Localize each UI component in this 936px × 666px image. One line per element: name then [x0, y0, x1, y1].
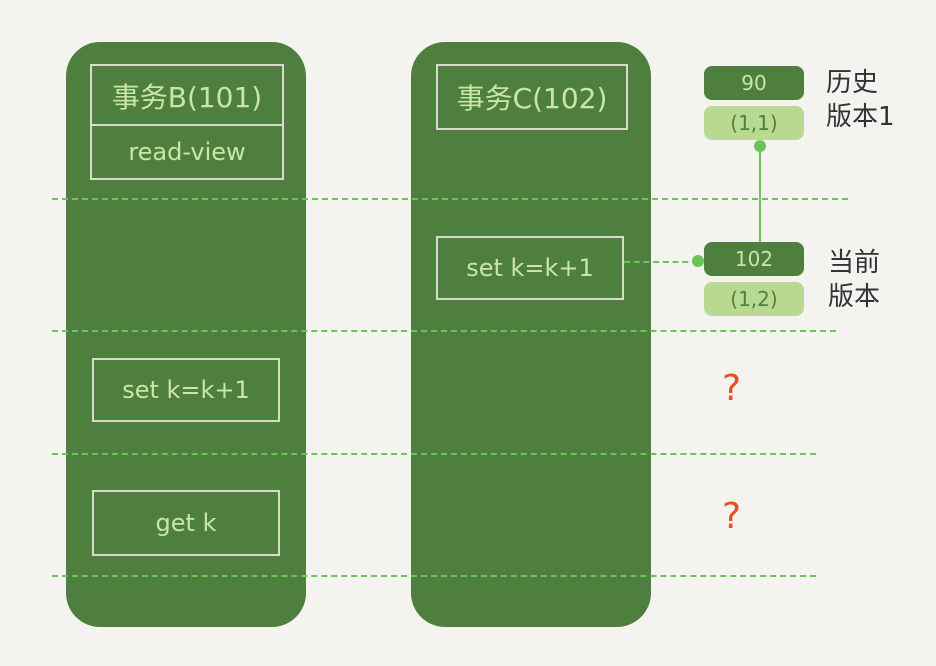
version-2-label: 当前版本	[828, 246, 880, 314]
label-line: 历史	[826, 68, 879, 98]
question-mark: ?	[722, 368, 742, 409]
timeline-divider	[52, 330, 836, 332]
version-2-trx-id: 102	[704, 242, 804, 276]
label-line: 版本	[828, 282, 881, 312]
timeline-divider	[52, 453, 816, 455]
timeline-divider	[52, 198, 848, 200]
tx-c-set-k: set k=k+1	[436, 236, 624, 300]
connector-arrow	[624, 261, 698, 263]
transaction-c-column	[411, 42, 651, 627]
label-line: 版本1	[826, 102, 895, 132]
label-line: 当前	[828, 248, 881, 278]
version-1-label: 历史版本1	[826, 66, 895, 134]
transaction-b-column	[66, 42, 306, 627]
tx-b-read-view: read-view	[90, 124, 284, 180]
tx-c-title: 事务C(102)	[436, 64, 628, 130]
version-1-trx-id: 90	[704, 66, 804, 100]
version-link-line	[759, 146, 761, 242]
tx-b-get-k: get k	[92, 490, 280, 556]
tx-b-title: 事务B(101)	[90, 64, 284, 126]
tx-b-set-k: set k=k+1	[92, 358, 280, 422]
version-1-value: (1,1)	[704, 106, 804, 140]
arrow-dot	[754, 140, 766, 152]
arrow-dot	[692, 255, 704, 267]
question-mark: ?	[722, 496, 742, 537]
version-2-value: (1,2)	[704, 282, 804, 316]
timeline-divider	[52, 575, 816, 577]
